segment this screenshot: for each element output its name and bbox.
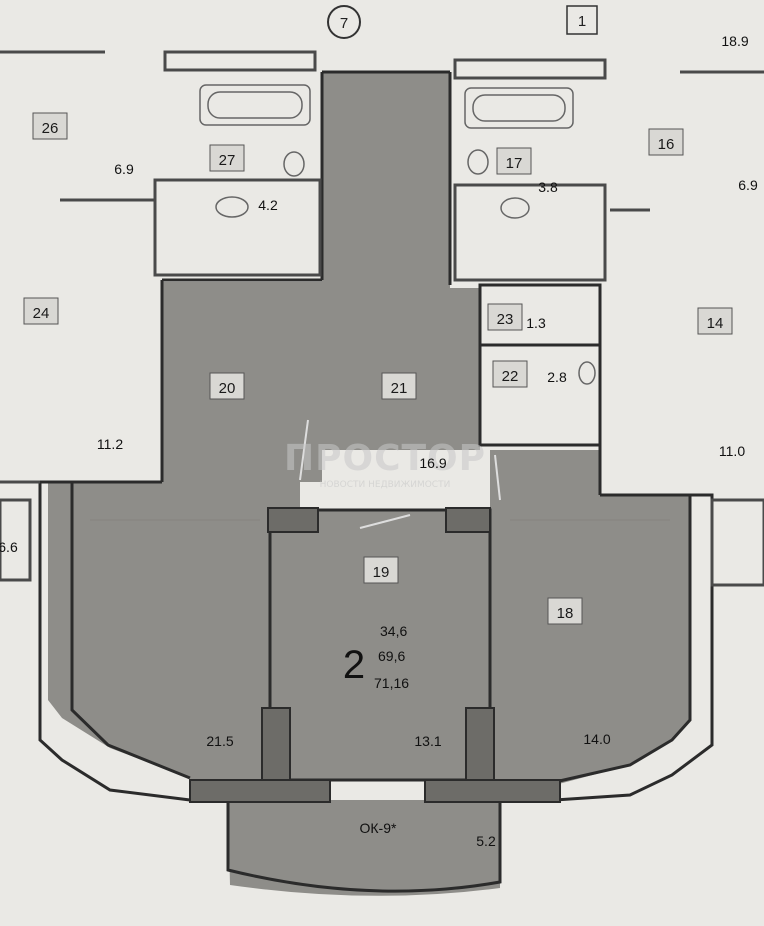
side-value-right-corridor: 6.9	[738, 177, 758, 193]
side-value-top-right: 18.9	[721, 33, 748, 49]
neighbor-id-26: 26	[42, 120, 59, 137]
room-id-22: 22	[502, 368, 519, 385]
neighbor-id-17: 17	[506, 155, 523, 172]
neighbor-area-27: 4.2	[258, 197, 278, 213]
neighbor-id-24: 24	[33, 305, 50, 322]
room-area-20: 21.5	[206, 733, 233, 749]
section-number: 7	[340, 15, 348, 32]
apartment-fill	[48, 72, 690, 896]
section-marker-circle	[327, 5, 361, 39]
room-id-19: 19	[373, 564, 390, 581]
apartment-living-area: 34,6	[380, 623, 407, 639]
side-value-left-edge: 6.6	[0, 539, 18, 555]
apartment-total-with-balcony: 71,16	[374, 675, 409, 691]
room-number-boxes	[23, 112, 733, 625]
neighbor-walls	[0, 50, 764, 587]
room-id-18: 18	[557, 605, 574, 622]
room-id-20: 20	[219, 380, 236, 397]
room-area-19: 16.9	[419, 455, 446, 471]
balcony-label: ОК-9*	[360, 820, 397, 836]
room-id-21: 21	[391, 380, 408, 397]
side-value-left-corridor: 6.9	[114, 161, 134, 177]
building-mark-box	[566, 5, 598, 35]
bathtub-left-icon	[199, 84, 311, 126]
neighbor-id-27: 27	[219, 152, 236, 169]
bathtub-right-icon	[464, 87, 574, 129]
room-area-21: 13.1	[414, 733, 441, 749]
room-area-23: 1.3	[526, 315, 546, 331]
neighbor-area-14: 11.0	[719, 443, 745, 459]
door-swings	[299, 419, 501, 529]
balcony-area: 5.2	[476, 833, 496, 849]
apartment-total-area: 69,6	[378, 648, 405, 664]
neighbor-id-16: 16	[658, 136, 675, 153]
wall-piers	[189, 507, 561, 803]
watermark-logo: ПРОСТОР	[284, 438, 486, 479]
room-area-22: 2.8	[547, 369, 567, 385]
building-mark: 1	[578, 13, 586, 30]
watermark-subtitle: НОВОСТИ НЕДВИЖИМОСТИ	[320, 480, 451, 490]
neighbor-id-14: 14	[707, 315, 724, 332]
neighbor-area-17: 3.8	[538, 179, 558, 195]
room-id-23: 23	[497, 311, 514, 328]
apartment-rooms-count: 2	[343, 643, 365, 687]
room-area-18: 14.0	[583, 731, 610, 747]
toilet-icons	[215, 149, 596, 385]
neighbor-area-24: 11.2	[97, 436, 123, 452]
